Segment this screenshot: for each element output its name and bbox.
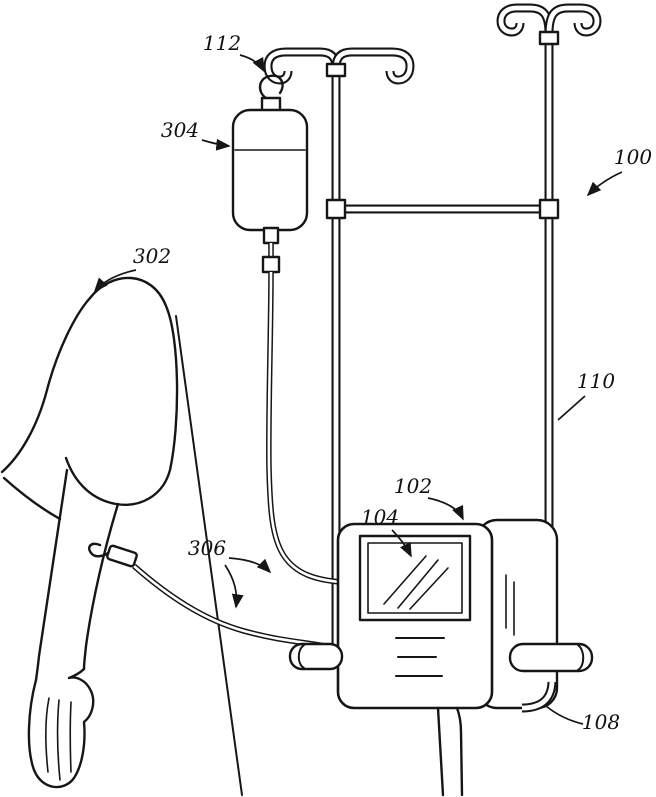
spare-hook-outline (331, 47, 415, 85)
label-100: 100 (614, 145, 652, 169)
finger-line-2 (56, 699, 61, 781)
drip-chamber (261, 255, 281, 274)
fluid-bottle (231, 108, 309, 232)
fluid-bottle-assembly (231, 74, 342, 585)
finger-line-1 (45, 697, 50, 773)
patient-arm (0, 276, 179, 789)
leader-100 (586, 171, 623, 197)
infusion-device (336, 522, 494, 710)
left-port-body (288, 642, 344, 671)
bottom-strap-right-edge (455, 706, 464, 797)
forearm-inner-edge (82, 502, 120, 671)
arm-tube-outline (132, 563, 335, 651)
leader-304 (201, 138, 231, 151)
right-handle (508, 642, 594, 673)
right-handle-endcap (577, 644, 585, 671)
top-hook-left-core (498, 5, 552, 35)
label-102: 102 (394, 474, 432, 498)
pole-frame (263, 3, 602, 705)
bottom-strap-left-edge (436, 706, 445, 797)
crossbar-clamp-right (538, 198, 560, 220)
leader-108 (545, 705, 584, 725)
screen-glare-2 (397, 559, 439, 609)
label-304: 304 (161, 118, 199, 142)
right-pole-collar (538, 30, 560, 46)
leader-306-a (228, 557, 272, 574)
display-screen (367, 542, 463, 614)
top-hook-right-core (546, 5, 600, 35)
drip-tube-core (267, 271, 342, 584)
leader-104 (391, 529, 412, 558)
crossbar-clamp-left (325, 198, 347, 220)
screen-glare-3 (409, 567, 449, 610)
shirt-sleeve-outline (64, 276, 179, 506)
drip-tube-outline (265, 271, 342, 585)
tube-connector-clamp (106, 544, 138, 568)
leader-302 (93, 269, 137, 293)
label-108: 108 (582, 710, 620, 734)
label-306: 306 (188, 536, 226, 560)
right-handle-body (508, 642, 594, 673)
cannula-curl (88, 542, 110, 558)
arm-tube-core (133, 565, 335, 650)
shirt-hem-line (2, 476, 62, 521)
screen-glare-1 (383, 555, 427, 605)
label-104: 104 (361, 505, 399, 529)
leader-306-b (224, 564, 244, 609)
finger-line-3 (69, 701, 72, 773)
spare-hook-core (333, 49, 413, 83)
chair-edge-line (175, 315, 243, 796)
bottle-outlet-port (262, 226, 280, 245)
bottle-hanger-loop (258, 74, 284, 100)
frame-corner-core (521, 681, 555, 711)
left-port (288, 642, 344, 671)
bottom-strap (436, 706, 464, 797)
label-110: 110 (577, 369, 615, 393)
shirt-chest-outline (0, 296, 92, 474)
leader-102 (427, 497, 464, 521)
leader-112 (239, 54, 265, 73)
forearm-outer-edge (34, 468, 69, 682)
label-112: 112 (203, 31, 241, 55)
label-302: 302 (133, 244, 171, 268)
left-pole-collar (325, 62, 347, 78)
left-port-endcap (297, 644, 305, 669)
reference-annotations: 112 304 100 302 110 102 104 306 108 (93, 31, 652, 734)
hand-outline (27, 667, 95, 789)
bottle-hook-core (265, 49, 339, 83)
leader-110 (557, 395, 586, 421)
